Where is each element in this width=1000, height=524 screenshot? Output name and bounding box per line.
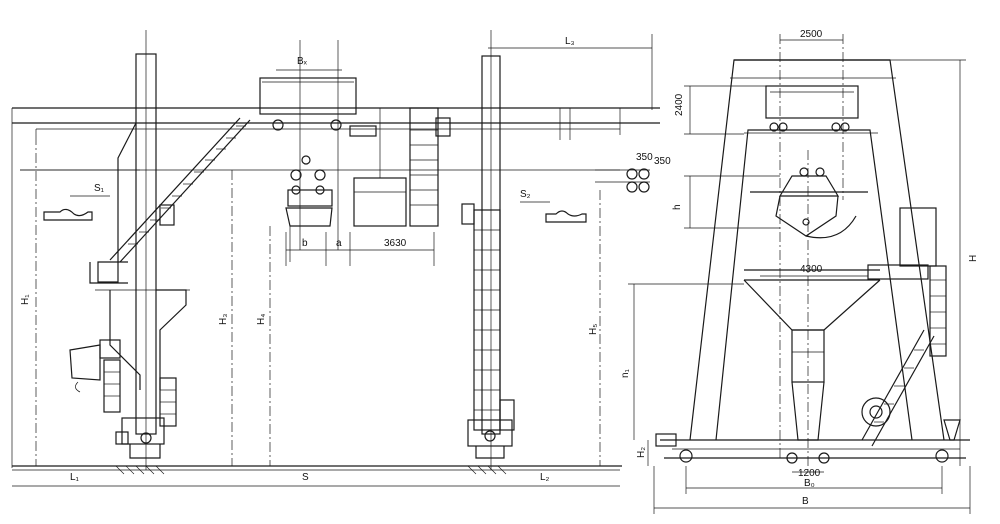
label-4300: 4300 <box>800 264 823 275</box>
front-elevation: Bₓ L₃ 350 350 S₁ S₂ H₁ H₃ H₄ H₅ b a 3630… <box>11 30 671 487</box>
side-stairs <box>861 207 947 447</box>
label-h3: H₃ <box>218 314 229 325</box>
side-grab <box>775 167 857 239</box>
label-h5: H₅ <box>588 324 599 335</box>
label-l2: L₂ <box>540 472 550 483</box>
label-s2: S₂ <box>520 189 531 200</box>
label-bx: Bₓ <box>297 56 308 67</box>
label-1200: 1200 <box>798 468 821 479</box>
label-h-total: H <box>968 255 979 262</box>
front-labels: Bₓ L₃ 350 350 S₁ S₂ H₁ H₃ H₄ H₅ b a 3630… <box>20 36 671 483</box>
label-b: b <box>302 238 308 249</box>
label-3630: 3630 <box>384 238 407 249</box>
label-s1: S₁ <box>94 183 105 194</box>
side-wheels <box>655 419 961 464</box>
horizontal-dimensions <box>285 34 653 266</box>
vertical-dimensions <box>20 135 601 466</box>
side-hopper <box>743 279 881 441</box>
ground-line <box>12 465 622 487</box>
label-l3: L₃ <box>565 36 575 47</box>
left-stair-treads <box>128 125 246 245</box>
water-symbol-right <box>545 210 587 223</box>
right-leg <box>461 30 515 470</box>
label-h1: H₁ <box>20 294 31 305</box>
water-symbol-left <box>43 208 93 221</box>
label-350-b: 350 <box>654 156 671 167</box>
side-trolley <box>744 34 878 470</box>
girder-end-wheels <box>595 168 650 193</box>
side-labels: 2500 2400 h H 4300 n₁ H₂ 1200 B₀ B <box>620 29 979 507</box>
grab-bucket <box>285 155 333 262</box>
main-girder <box>11 107 660 468</box>
label-2500: 2500 <box>800 29 823 40</box>
label-h4: H₄ <box>256 314 267 325</box>
label-bo: B₀ <box>804 478 815 489</box>
label-h-small: h <box>672 204 683 210</box>
side-frame <box>660 59 970 459</box>
label-l1: L₁ <box>70 472 80 483</box>
left-leg <box>69 30 251 470</box>
side-dimensions <box>628 59 971 514</box>
label-350-a: 350 <box>636 152 653 163</box>
side-elevation: 2500 2400 h H 4300 n₁ H₂ 1200 B₀ B <box>620 29 979 514</box>
label-a: a <box>336 238 342 249</box>
label-b-width: B <box>802 496 809 507</box>
centre-hopper <box>353 107 451 227</box>
trolley <box>259 40 377 250</box>
label-n1: n₁ <box>620 368 631 378</box>
label-s: S <box>302 472 309 483</box>
label-h2: H₂ <box>636 447 647 458</box>
label-2400: 2400 <box>674 93 685 116</box>
